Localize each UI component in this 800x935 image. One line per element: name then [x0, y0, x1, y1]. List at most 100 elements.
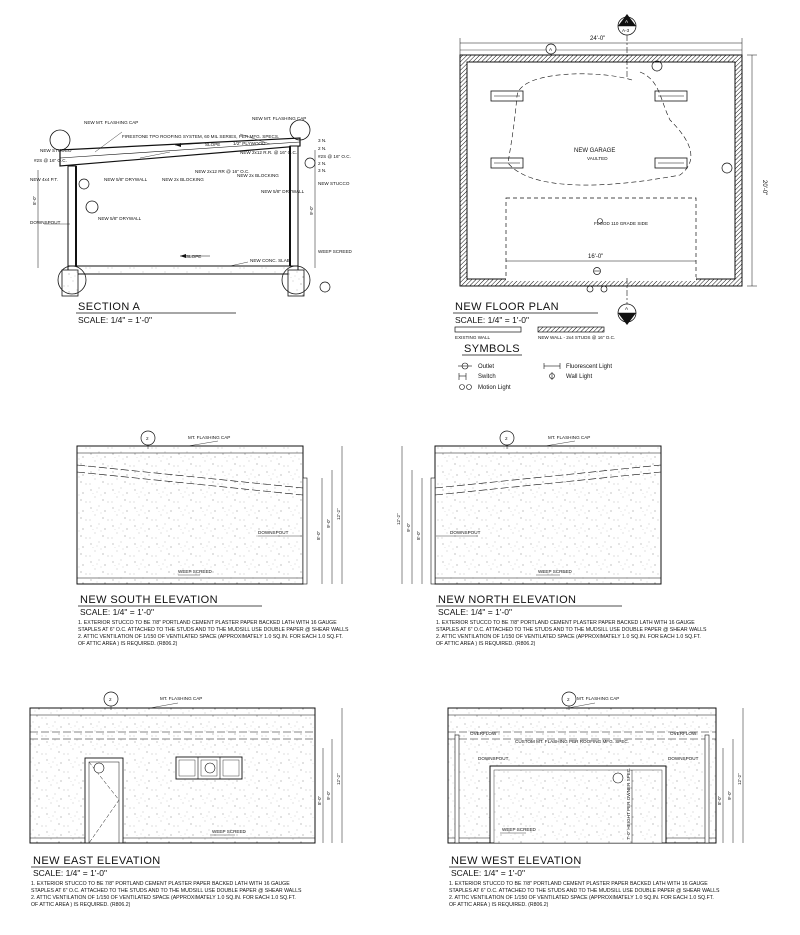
- section-wall-left: [67, 165, 77, 271]
- east-note2: 2. ATTIC VENTILATION OF 1/150 OF VENTILA…: [31, 895, 296, 901]
- south-dim-b: 9'-0": [326, 518, 331, 528]
- east-detail-tag: 2: [109, 697, 112, 702]
- south-dim-c: 12'-2": [336, 508, 341, 520]
- north-note1: 1. EXTERIOR STUCCO TO BE 7/8" PORTLAND C…: [436, 620, 695, 626]
- north-note1b: STAPLES AT 6" O.C. ATTACHED TO THE STUDS…: [436, 627, 707, 633]
- label-blocking-2: NEW 2x BLOCKING: [162, 177, 204, 182]
- north-dim-c: 12'-2": [396, 513, 401, 525]
- plan-side-dim: 20'-0": [761, 180, 767, 195]
- fluorescent-light-4: [654, 157, 688, 169]
- label-studs-left: #2S @ 16" O.C.: [34, 158, 67, 163]
- east-note1: 1. EXTERIOR STUCCO TO BE 7/8" PORTLAND C…: [31, 881, 290, 887]
- east-dim-a: 8'-0": [317, 795, 322, 805]
- north-scale: SCALE: 1/4" = 1'-0": [438, 607, 512, 617]
- dim-sn4: 3 N.: [318, 168, 326, 173]
- west-flashing: MT. FLASHING CAP: [577, 696, 619, 701]
- dim-sn2: 2 N.: [318, 146, 326, 151]
- north-downspout-label: DOWNSPOUT: [450, 530, 481, 535]
- south-scale: SCALE: 1/4" = 1'-0": [80, 607, 154, 617]
- section-tag-top-sub: A-3: [622, 28, 630, 33]
- west-dim-c: 12'-2": [737, 773, 742, 785]
- west-downspout-left: [454, 734, 460, 844]
- label-rafters: NEW 2x12 R.R. @ 16" O.C.: [240, 150, 297, 155]
- south-weep: WEEP SCREED: [178, 569, 213, 574]
- west-overflow-left: OVERFLOW: [470, 731, 497, 736]
- west-overflow-right: OVERFLOW: [670, 731, 697, 736]
- symbols-legend: SYMBOLS Outlet Switch Motion Light Fluor…: [458, 343, 612, 391]
- label-drywall-left: NEW 5/8" DRYWALL: [104, 177, 148, 182]
- south-wall: [76, 445, 304, 585]
- north-note2: 2. ATTIC VENTILATION OF 1/150 OF VENTILA…: [436, 634, 701, 640]
- north-wall: [434, 445, 662, 585]
- section-a-scale: SCALE: 1/4" = 1'-0": [78, 315, 152, 325]
- label-blocking-3: NEW 2x BLOCKING: [237, 173, 279, 178]
- dim-sn1: 3 N.: [318, 138, 326, 143]
- north-dim-a: 8'-0": [416, 530, 421, 540]
- west-dim-b: 9'-0": [727, 790, 732, 800]
- label-firestone: FIRESTONE TPO ROOFING SYSTEM, 60 MIL SER…: [122, 134, 279, 139]
- label-studs-right: #2S @ 16" O.C.: [318, 154, 351, 159]
- east-title: NEW EAST ELEVATION: [33, 855, 161, 867]
- south-title: NEW SOUTH ELEVATION: [80, 594, 218, 606]
- south-detail-tag: 2: [146, 436, 149, 441]
- symbol-motion-light: Motion Light: [478, 385, 511, 391]
- dim-left: 8'-0": [32, 195, 37, 205]
- symbol-wall-light: Wall Light: [566, 374, 592, 380]
- section-marker-top: A A-3: [617, 14, 637, 78]
- symbol-outlet: Outlet: [478, 364, 494, 370]
- section-wall-right: [289, 145, 299, 271]
- plan-top-dim: 24'-0": [590, 36, 605, 42]
- switch-wiring: [507, 71, 692, 186]
- north-title: NEW NORTH ELEVATION: [438, 594, 576, 606]
- label-plywood: 1/2" PLYWOOD: [233, 141, 266, 146]
- section-slab: [67, 265, 299, 275]
- section-roof: [59, 137, 301, 167]
- section-tag-top: A: [625, 19, 629, 24]
- plan-walls: [459, 54, 743, 287]
- west-downspout-label-r: DOWNSPOUT: [668, 756, 699, 761]
- flood-light-symbol: [597, 218, 603, 224]
- dim-sn3: 2 N.: [318, 161, 326, 166]
- east-weep: WEEP SCREED: [212, 829, 247, 834]
- section-tag-bottom: A: [625, 306, 629, 311]
- label-conc-slab: NEW CONC. SLAB: [250, 258, 290, 263]
- south-downspout: [302, 477, 308, 585]
- label-drywall-right: NEW 5/8" DRYWALL: [261, 189, 305, 194]
- symbol-switch: Switch: [478, 374, 496, 380]
- north-flashing: MT. FLASHING CAP: [548, 435, 590, 440]
- east-flashing: MT. FLASHING CAP: [160, 696, 202, 701]
- west-note1: 1. EXTERIOR STUCCO TO BE 7/8" PORTLAND C…: [449, 881, 708, 887]
- legend-new-swatch: [537, 326, 605, 333]
- fluorescent-light-2: [654, 90, 688, 102]
- north-note2b: OF ATTIC AREA ) IS REQUIRED. (R806.2): [436, 641, 536, 647]
- east-door: [84, 757, 124, 844]
- south-dim-a: 8'-0": [316, 530, 321, 540]
- section-tag-bottom-sub: A-3: [622, 314, 630, 319]
- south-note1b: STAPLES AT 6" O.C. ATTACHED TO THE STUDS…: [78, 627, 349, 633]
- label-slope-top: SLOPE: [205, 142, 220, 147]
- west-note2: 2. ATTIC VENTILATION OF 1/150 OF VENTILA…: [449, 895, 714, 901]
- label-slope-bottom: SLOPE: [186, 254, 201, 259]
- south-note2b: OF ATTIC AREA ) IS REQUIRED. (R806.2): [78, 641, 178, 647]
- label-stucco-right: NEW STUCCO: [318, 181, 350, 186]
- north-elevation: 2 12'-2" 9'-0" 8'-0" MT. FLASHING CAP DO…: [396, 430, 707, 647]
- room-sub: VAULTED: [587, 156, 608, 161]
- west-note2b: OF ATTIC AREA ) IS REQUIRED. (R806.2): [449, 902, 549, 908]
- west-scale: SCALE: 1/4" = 1'-0": [451, 868, 525, 878]
- fluorescent-light-3: [490, 157, 524, 169]
- north-downspout: [430, 477, 436, 585]
- west-downspout-label-l: DOWNSPOUT: [478, 756, 509, 761]
- outlet-icon: [458, 362, 472, 370]
- west-custom-flashing: CUSTOM MT. FLASHING PER ROOFING MFG. SPE…: [515, 739, 629, 744]
- west-elevation: 2 8'-0" 9'-0" 12'-2" 7'-0" HEIGHT PER OW…: [447, 691, 744, 908]
- fluorescent-light-icon: [543, 363, 561, 369]
- west-dim-a: 8'-0": [717, 795, 722, 805]
- floor-plan-title: NEW FLOOR PLAN: [455, 301, 559, 313]
- label-4x4: NEW 4x4 P.T.: [30, 177, 58, 182]
- label-downspout: DOWNSPOUT: [30, 220, 61, 225]
- section-marker-bottom: A A-3: [617, 278, 637, 325]
- east-dim-b: 9'-0": [326, 790, 331, 800]
- south-elevation: 2 8'-0" 9'-0" 12'-2" MT. FLASHING CAP DO…: [76, 430, 349, 647]
- west-detail-tag: 2: [567, 697, 570, 702]
